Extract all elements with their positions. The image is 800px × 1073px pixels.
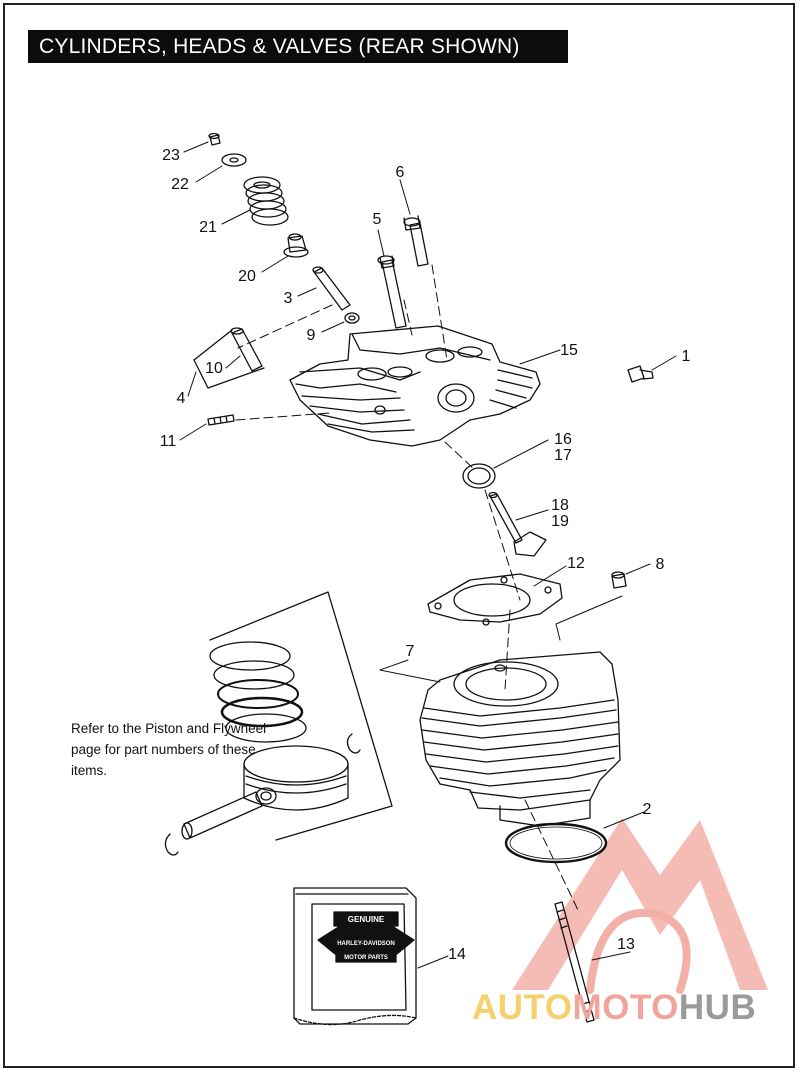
exhaust-valve-stem-part [377,255,407,329]
box-label-genuine: GENUINE [348,915,385,924]
spring-retainer-part [221,153,247,167]
watermark-part-hub: HUB [678,988,757,1027]
callout-19: 19 [551,513,569,530]
callout-18: 18 [551,497,569,514]
callout-8: 8 [656,556,665,573]
valve-guide-part [312,266,351,311]
leader-lines [179,141,677,969]
callout-21: 21 [199,219,217,236]
callout-3: 3 [284,290,293,307]
valve-spring-part [243,176,289,226]
callout-9: 9 [307,327,316,344]
page-title: CYLINDERS, HEADS & VALVES (REAR SHOWN) [28,30,568,63]
callout-1: 1 [682,348,691,365]
cylinder-stud-part [554,901,595,1023]
callout-4: 4 [177,390,186,407]
callout-23: 23 [162,147,180,164]
box-label-brand: HARLEY-DAVIDSON [337,941,395,947]
callout-2: 2 [643,801,652,818]
dowel-part [207,414,235,426]
callout-15: 15 [560,342,578,359]
cylinder-dowel-part [611,571,627,589]
valve-seal-part [283,233,309,258]
callout-20: 20 [238,268,256,285]
piston-rings-part [209,641,307,743]
piston-pin-clips-part [164,733,361,856]
watermark-logo [512,818,768,994]
piston-bracket [209,591,393,841]
callout-labels: 23 22 21 20 3 9 10 4 11 5 6 15 1 16 17 1… [160,147,691,963]
watermark-part-auto: AUTO [472,988,573,1027]
head-bolt-part [627,365,654,383]
seal-part [344,312,360,324]
genuine-parts-kit-box [293,887,417,1026]
callout-12: 12 [567,555,585,572]
box-label-motor-parts: MOTOR PARTS [344,955,388,961]
cylinder-head-part [289,325,541,447]
callout-10: 10 [205,360,223,377]
callout-7: 7 [406,643,415,660]
callout-11: 11 [160,433,177,450]
intake-valve-stem-part [403,215,429,267]
cylinder-part [419,651,621,827]
head-gasket-part [427,573,563,626]
diagram-frame [3,3,795,1068]
piston-part [243,745,349,811]
callout-16: 16 [554,431,572,448]
valve-keeper-part [208,132,221,146]
wrist-pin-part [181,791,263,840]
watermark-text: AUTOMOTOHUB [472,988,756,1028]
watermark-part-moto: MOTO [572,988,679,1027]
callout-14: 14 [448,946,466,963]
o-ring-part [504,822,608,864]
callout-13: 13 [617,936,635,953]
callout-17: 17 [554,447,572,464]
valve-part [488,491,547,557]
valve-seat-part [462,463,496,489]
callout-22: 22 [171,176,189,193]
callout-6: 6 [396,164,405,181]
piston-reference-note: Refer to the Piston and Flywheel page fo… [71,721,267,778]
callout-5: 5 [373,211,382,228]
guide-part [193,327,265,389]
